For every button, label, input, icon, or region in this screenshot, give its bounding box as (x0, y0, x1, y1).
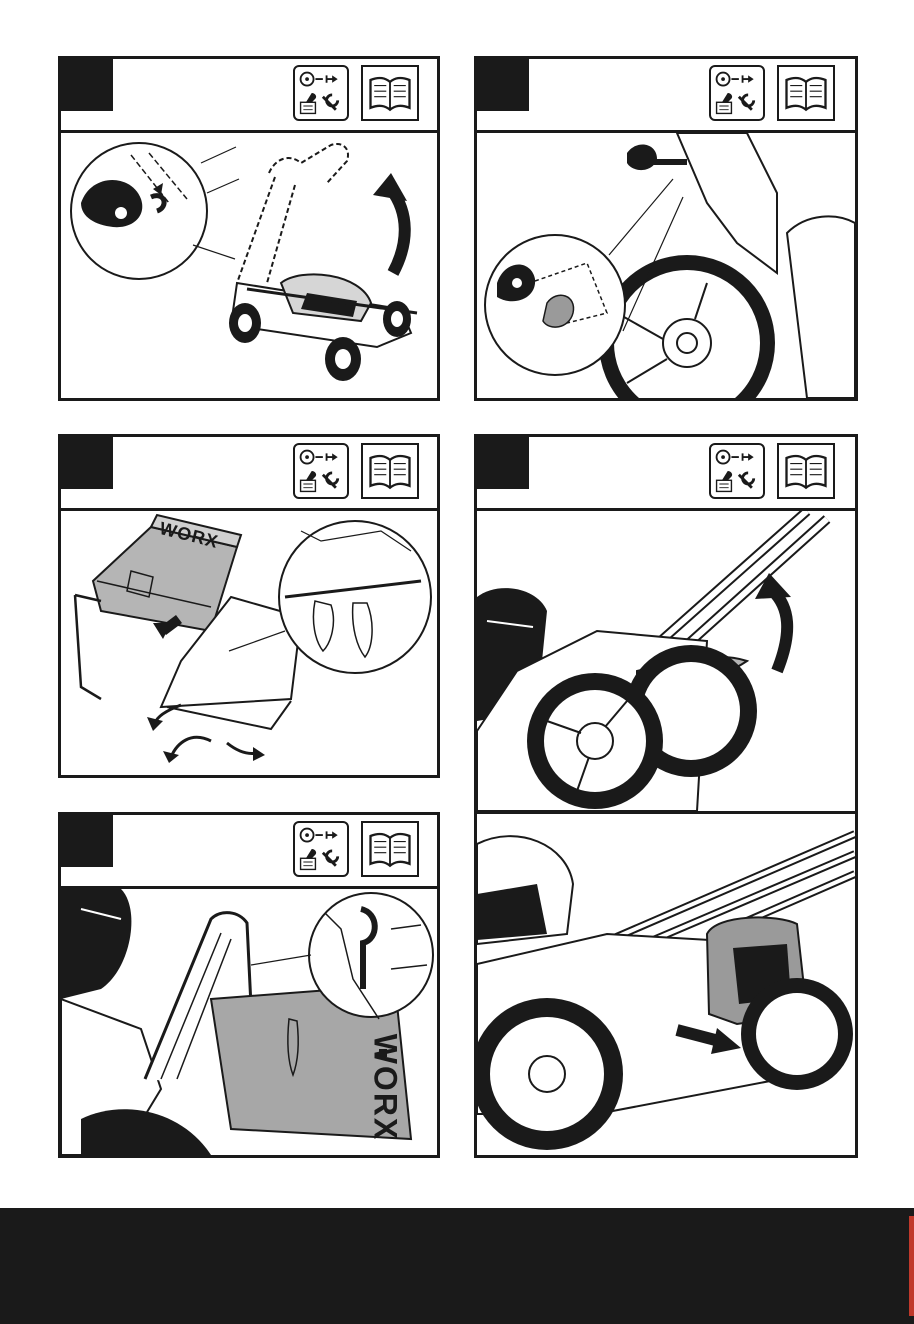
unplug-before-maintenance-icon (293, 443, 349, 499)
illustration-assemble-grass-bag: WORX (61, 511, 437, 775)
footer-edge-accent (909, 1216, 914, 1316)
read-manual-icon (777, 443, 835, 499)
step-number-badge (61, 815, 113, 867)
panel-header (477, 59, 855, 133)
unplug-before-maintenance-icon (709, 65, 765, 121)
step-panel-1 (58, 56, 440, 401)
step-panel-2 (474, 56, 858, 401)
step-number-badge (477, 437, 529, 489)
illustration-tighten-knob (477, 133, 855, 398)
read-manual-icon (777, 65, 835, 121)
unplug-before-maintenance-icon (293, 65, 349, 121)
read-manual-icon (361, 443, 419, 499)
illustration-attach-grass-bag (477, 814, 855, 1155)
step-number-badge (477, 59, 529, 111)
panel-header (61, 815, 437, 889)
step-number-badge (61, 59, 113, 111)
read-manual-icon (361, 65, 419, 121)
unplug-before-maintenance-icon (709, 443, 765, 499)
panel-header (61, 437, 437, 511)
brand-text: WORX (367, 1034, 403, 1142)
panel-header (477, 437, 855, 511)
brand-logo-worx: WORX (366, 1034, 403, 1142)
read-manual-icon (361, 821, 419, 877)
illustration-hook-bag-on-mower: WORX (61, 889, 437, 1155)
illustration-unfold-handle (61, 133, 437, 398)
step-panel-5: WORX (58, 812, 440, 1158)
step-number-badge (61, 437, 113, 489)
panel-header (61, 59, 437, 133)
illustration-lift-rear-flap (477, 511, 855, 811)
step-panel-3: WORX (58, 434, 440, 778)
unplug-before-maintenance-icon (293, 821, 349, 877)
page-footer-bar (0, 1208, 914, 1324)
step-panel-4 (474, 434, 858, 1158)
